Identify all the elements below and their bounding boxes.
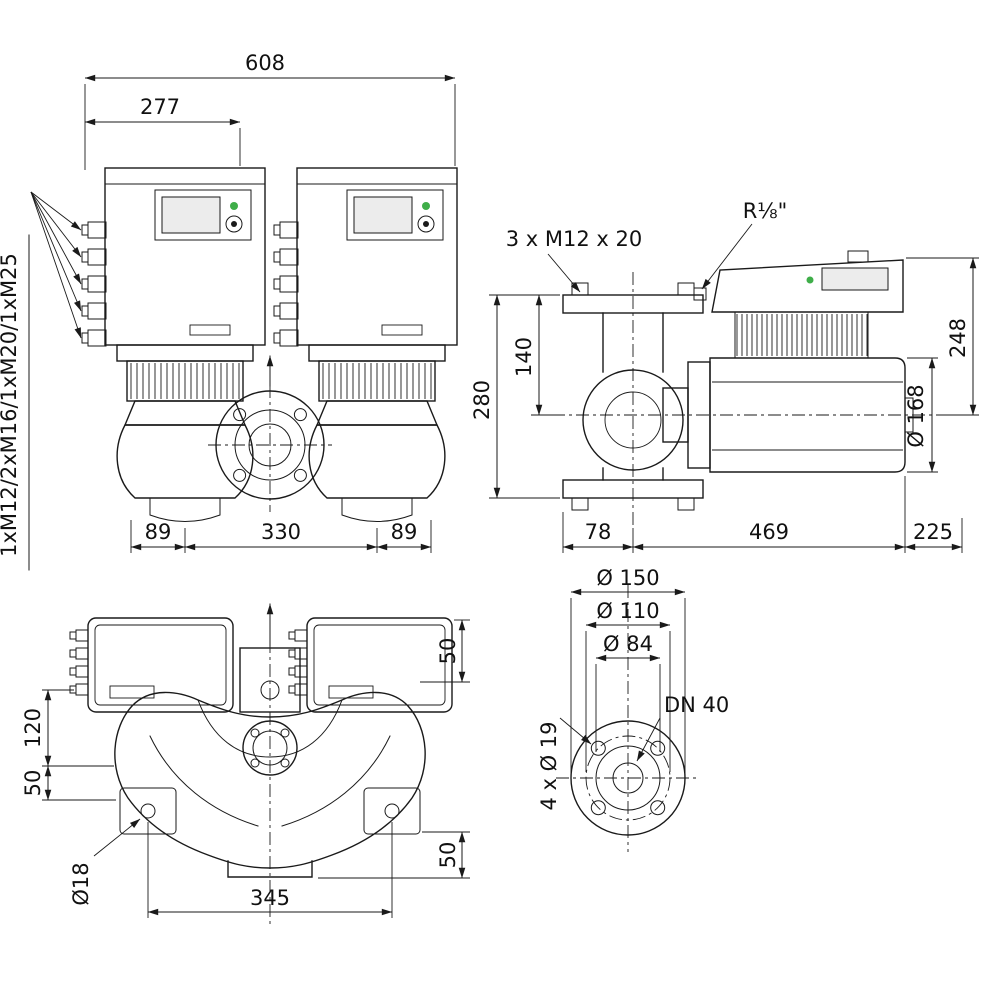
motor-cooling-fins [736,314,868,356]
bolt-circle [585,735,671,821]
top-view: 120 50 50 50 Ø18 345 [21,603,470,925]
dim-469-label: 469 [749,520,789,544]
left-pump-head [116,344,254,522]
right-control-module [296,167,458,346]
screws-callout-label: 3 x M12 x 20 [506,227,642,251]
dim-150-label: Ø 150 [596,566,659,590]
side-right-dims: 248 Ø 168 [904,257,979,473]
bolt-holes-label: 4 x Ø 19 [537,721,561,810]
top-center-flange [242,720,298,776]
bolt-hole [650,800,666,816]
dim-total-width: 608 [84,51,456,170]
right-module-housing [296,167,458,346]
side-motor [662,250,914,473]
dim-110-label: Ø 110 [596,599,659,623]
raised-face-circle [595,745,661,811]
thread-callout-label: R⅛" [743,199,788,223]
dim-168-label: Ø 168 [904,384,928,447]
right-cooling-fins [322,363,432,399]
flange-bolt-hole [233,408,247,422]
module-display [821,267,889,291]
top-pump-casing [114,691,426,878]
discharge-flange [562,479,704,499]
right-foot-hole [384,803,400,819]
foot-hole-callout: Ø18 [69,818,141,906]
left-control-module [104,167,266,346]
top-center-block [239,603,301,713]
motor-body [709,357,906,473]
left-display-screen [161,196,221,234]
dim-225-label: 225 [913,520,953,544]
flange-bolt-hole [293,468,307,482]
motor-end-cap [904,397,914,433]
front-view: 608 277 [0,51,458,571]
right-cable-glands [273,221,299,347]
volute-casing [582,369,684,471]
top-right-dims: 50 50 [318,619,470,879]
dim-277-label: 277 [140,95,180,119]
side-left-dims: 280 140 [470,294,560,499]
dim-50-upper-right-label: 50 [436,638,460,665]
dim-module-width: 277 [84,95,241,166]
left-cable-glands [81,221,107,347]
flange-bolt-hole [233,468,247,482]
side-bottom-dims: 78 469 225 [562,476,963,553]
electronics-module [711,259,904,313]
dim-120-label: 120 [21,708,45,748]
left-status-led [230,202,238,210]
side-callouts: R⅛" 3 x M12 x 20 [506,199,788,293]
left-foot-hole [140,803,156,819]
dim-89-left-label: 89 [145,520,172,544]
side-view: R⅛" 3 x M12 x 20 280 140 248 Ø 168 [470,199,979,553]
bore-circle [612,762,644,794]
dim-280-label: 280 [470,380,494,420]
cable-glands-label: 1xM12/2xM16/1xM20/1xM25 [0,253,21,557]
right-pump-head [308,344,446,522]
right-status-led [422,202,430,210]
dn-label: DN 40 [664,693,729,717]
side-pump-body [562,282,707,511]
bolt-hole [590,800,606,816]
dim-608-label: 608 [245,51,285,75]
top-left-box [69,617,234,713]
right-display-screen [353,196,413,234]
dim-248-label: 248 [946,318,970,358]
vent-plug [693,287,707,301]
left-display-panel [154,189,252,241]
cable-gland-callout: 1xM12/2xM16/1xM20/1xM25 [0,191,82,571]
right-volute [308,424,446,499]
right-control-knob [417,215,435,233]
dim-345-label: 345 [250,886,290,910]
left-control-knob [225,215,243,233]
right-display-panel [346,189,444,241]
left-module-housing [104,167,266,346]
dim-18-label: Ø18 [69,862,93,905]
bottom-port-flange [227,860,313,878]
dim-foot-width: 345 [147,822,393,918]
dim-330-label: 330 [261,520,301,544]
flange-view: Ø 150 Ø 110 Ø 84 DN 40 4 x Ø 19 [537,566,729,852]
flange-dims: Ø 150 Ø 110 Ø 84 DN 40 4 x Ø 19 [537,566,729,811]
bolt-hole [650,740,666,756]
flange-face [570,720,686,836]
top-right-box [288,617,453,713]
suction-flange [562,294,704,314]
flange-bolt-hole [293,408,307,422]
dim-50-left-label: 50 [21,770,45,797]
dim-140-label: 140 [512,337,536,377]
front-bottom-dims: 89 330 89 [130,520,432,553]
center-flange [208,355,332,512]
dim-89-right-label: 89 [391,520,418,544]
top-left-dims: 120 50 [21,689,116,801]
flange-outer-circle [570,720,686,836]
dim-78-label: 78 [585,520,612,544]
module-connector [847,250,869,263]
module-status-led [806,276,814,284]
dim-84-label: Ø 84 [603,632,653,656]
left-volute [116,424,254,499]
left-cooling-fins [130,363,240,399]
dim-50-lower-right-label: 50 [436,842,460,869]
bolt-hole [590,740,606,756]
